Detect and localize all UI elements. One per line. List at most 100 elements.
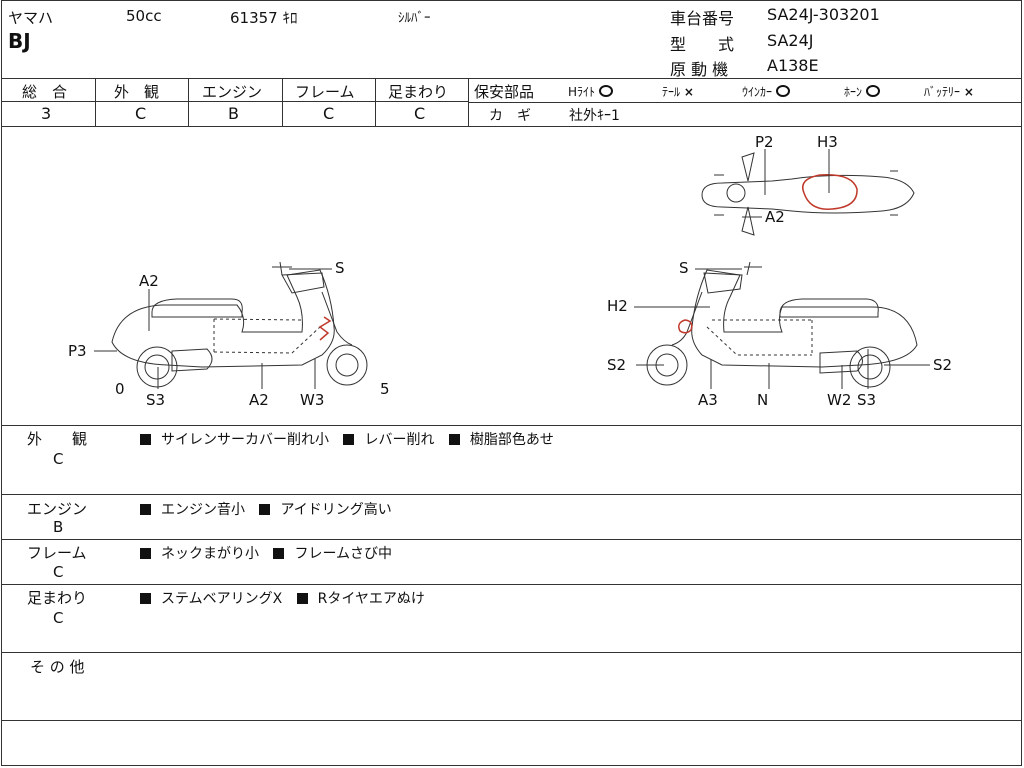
grade-suspension-label: 足まわり — [388, 83, 449, 101]
bullet-icon — [296, 593, 308, 604]
condition-exterior-label: 外 観 — [27, 430, 88, 448]
callout-zero: 0 — [115, 380, 125, 398]
displacement: 50cc — [126, 7, 162, 25]
callout-n: N — [757, 391, 768, 409]
callout-p2: P2 — [755, 133, 774, 151]
divider — [2, 652, 1021, 653]
callout-s2-left: S2 — [607, 356, 626, 374]
grade-engine: B — [228, 104, 239, 123]
grade-frame-label: フレーム — [295, 83, 355, 101]
horn-label: ﾎｰﾝ — [844, 85, 863, 99]
engine-label: 原 動 機 — [670, 60, 729, 79]
callout-a2-bottom: A2 — [249, 391, 269, 409]
callout-h3: H3 — [817, 133, 838, 151]
right-side-view — [646, 261, 918, 388]
engine-value: A138E — [767, 56, 819, 75]
scooter-diagram: A2 S P3 0 S3 A2 W3 5 — [68, 133, 952, 409]
left-side-view — [111, 261, 368, 388]
grade-overall: 3 — [41, 104, 52, 123]
divider — [375, 78, 376, 126]
condition-suspension-grade: C — [53, 609, 64, 627]
frame-no-label: 車台番号 — [670, 9, 735, 28]
condition-item: ネックまがり小 — [161, 546, 259, 562]
condition-exterior-items: サイレンサーカバー削れ小 レバー削れ 樹脂部色あせ — [140, 429, 564, 449]
condition-suspension-items: ステムベアリングX Rタイヤエアぬけ — [140, 588, 435, 608]
type-value: SA24J — [767, 31, 814, 50]
color: ｼﾙﾊﾞｰ — [398, 11, 431, 26]
callout-five: 5 — [380, 380, 390, 398]
callout-a3: A3 — [698, 391, 718, 409]
mileage: 61357 ｷﾛ — [230, 9, 298, 27]
horn-status: ﾎｰﾝ — [844, 83, 880, 100]
ok-circle-icon — [598, 85, 613, 97]
ng-x-icon: × — [683, 85, 694, 99]
bullet-icon — [273, 548, 285, 559]
condition-frame-items: ネックまがり小 フレームさび中 — [140, 543, 402, 563]
other-label: そ の 他 — [30, 658, 85, 676]
divider — [2, 101, 468, 102]
condition-item: エンジン音小 — [161, 502, 245, 518]
bullet-icon — [259, 504, 271, 515]
top-view — [701, 152, 915, 236]
divider — [2, 720, 1021, 721]
grade-engine-label: エンジン — [202, 83, 263, 101]
bullet-icon — [140, 593, 151, 604]
tail-label: ﾃｰﾙ — [662, 85, 681, 99]
condition-suspension-label: 足まわり — [27, 589, 88, 607]
callout-a2-top-view: A2 — [765, 208, 785, 226]
condition-engine-grade: B — [53, 518, 64, 536]
callout-h2: H2 — [607, 297, 628, 315]
bullet-icon — [140, 548, 151, 559]
ok-circle-icon — [865, 85, 880, 97]
bullet-icon — [140, 504, 151, 515]
divider — [2, 78, 1021, 79]
callout-s2-right: S2 — [933, 356, 952, 374]
maker: ヤマハ — [8, 9, 54, 27]
callout-w3: W3 — [300, 391, 324, 409]
divider — [2, 584, 1021, 585]
type-label: 型 式 — [670, 35, 735, 54]
condition-item: 樹脂部色あせ — [469, 432, 554, 448]
tail-status: ﾃｰﾙ × — [662, 83, 694, 100]
divider — [282, 78, 283, 126]
top-view-callouts — [742, 149, 830, 218]
callout-w2: W2 — [827, 391, 851, 409]
condition-item: Rタイヤエアぬけ — [317, 591, 425, 607]
divider — [2, 425, 1021, 426]
grade-frame: C — [323, 104, 335, 123]
condition-frame-label: フレーム — [27, 544, 87, 562]
winker-label: ｳｲﾝｶｰ — [742, 85, 773, 99]
condition-engine-label: エンジン — [27, 500, 88, 518]
winker-status: ｳｲﾝｶｰ — [742, 83, 790, 100]
key-value: 社外ｷｰ1 — [569, 108, 620, 124]
battery-label: ﾊﾞｯﾃﾘｰ — [924, 85, 961, 99]
left-side-callouts — [94, 268, 332, 389]
grade-suspension: C — [414, 104, 426, 123]
divider — [468, 102, 1021, 103]
right-side-callouts — [634, 268, 930, 389]
condition-item: サイレンサーカバー削れ小 — [161, 432, 329, 448]
divider — [2, 494, 1021, 495]
model-name: BJ — [8, 29, 31, 53]
safety-label: 保安部品 — [474, 83, 535, 101]
condition-item: アイドリング高い — [280, 502, 392, 518]
condition-engine-items: エンジン音小 アイドリング高い — [140, 499, 402, 519]
headlight-status: Hﾗｲﾄ — [568, 83, 613, 100]
frame-no: SA24J-303201 — [767, 5, 880, 24]
bullet-icon — [343, 434, 355, 445]
condition-item: ステムベアリングX — [161, 591, 283, 607]
grade-exterior-label: 外 観 — [114, 83, 160, 101]
headlight-label: Hﾗｲﾄ — [568, 85, 596, 99]
callout-s3-right: S3 — [857, 391, 876, 409]
condition-frame-grade: C — [53, 563, 64, 581]
condition-exterior-grade: C — [53, 450, 64, 468]
callout-s3-left: S3 — [146, 391, 165, 409]
divider — [188, 78, 189, 126]
divider — [95, 78, 96, 126]
callout-s-left: S — [335, 259, 345, 277]
divider — [2, 539, 1021, 540]
condition-item: フレームさび中 — [294, 546, 393, 562]
bullet-icon — [448, 434, 460, 445]
key-label: カ ギ — [489, 108, 531, 124]
